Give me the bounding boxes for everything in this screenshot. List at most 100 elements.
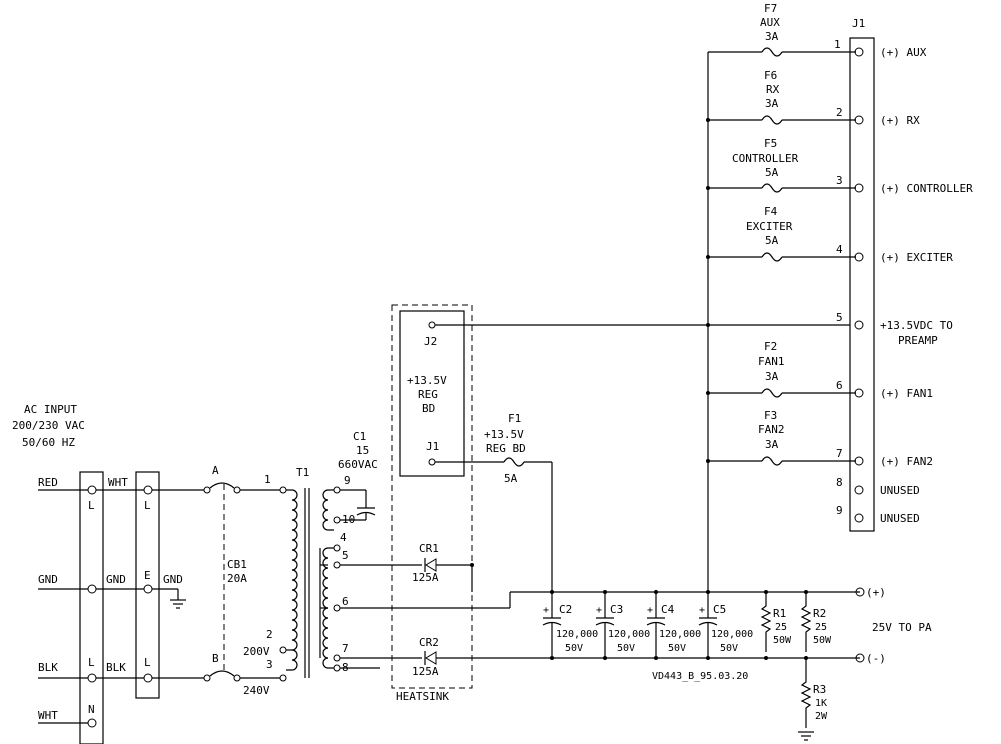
cr1-diode-icon	[425, 558, 437, 572]
ground-label: GND	[163, 573, 183, 586]
f6-rating: 3A	[765, 97, 779, 110]
r1-rating: 50W	[773, 635, 792, 646]
ac-input-title: AC INPUT	[24, 403, 77, 416]
drawing-id: VD443_B_95.03.20	[652, 671, 748, 682]
j1-pin-label-6: (+) FAN1	[880, 387, 933, 400]
resistor-r3	[800, 658, 812, 728]
t1-tap-2: 2	[266, 628, 273, 641]
r1-value: 25	[775, 622, 787, 633]
f1-rating: 5A	[504, 472, 518, 485]
f1-fuse-icon	[503, 457, 525, 467]
t1-tap-6: 6	[342, 595, 349, 608]
tb2-label-blk: BLK	[106, 661, 126, 674]
tb1-terminal-n	[87, 718, 97, 728]
capacitor-c2: +	[542, 592, 562, 658]
c1-name: C1	[353, 430, 366, 443]
j1-pin-num-8: 8	[836, 476, 843, 489]
c3-value: 120,000	[608, 629, 650, 640]
breaker-name: CB1	[227, 558, 247, 571]
cr2-rating: 125A	[412, 665, 439, 678]
tb2-label-e: E	[144, 569, 151, 582]
r3-value: 1K	[815, 698, 827, 709]
c5-name: C5	[713, 603, 726, 616]
reg-j1-label: J1	[426, 440, 439, 453]
capacitor-c5: +	[698, 592, 718, 658]
j1-pin-row-3	[706, 183, 864, 193]
j1-pin-row-6	[706, 388, 864, 398]
f5-rating: 5A	[765, 166, 779, 179]
capacitor-c4: +	[646, 592, 666, 658]
f5-name: F5	[764, 137, 777, 150]
j1-pin-label-5b: PREAMP	[898, 334, 938, 347]
t1-tap-9: 9	[344, 474, 351, 487]
heatsink-label: HEATSINK	[396, 690, 449, 703]
j1-pin-label-2: (+) RX	[880, 114, 920, 127]
cr1-rating: 125A	[412, 571, 439, 584]
cr2-diode-icon	[425, 651, 437, 665]
reg-line-1: +13.5V	[407, 374, 447, 387]
f3-name: F3	[764, 409, 777, 422]
r3-ground-icon	[798, 731, 814, 741]
tb2-label-wht: WHT	[108, 476, 128, 489]
c2-name: C2	[559, 603, 572, 616]
j1-pin-row-7	[706, 456, 864, 466]
reg-line-2: REG	[418, 388, 438, 401]
r1-name: R1	[773, 607, 786, 620]
f6-label: RX	[766, 83, 780, 96]
f6-name: F6	[764, 69, 777, 82]
r3-rating: 2W	[815, 711, 828, 722]
t1-tap-7: 7	[342, 642, 349, 655]
reg-j2-label: J2	[424, 335, 437, 348]
r3-name: R3	[813, 683, 826, 696]
breaker-pole-b	[209, 670, 235, 677]
terminal-block-1	[79, 471, 104, 744]
c3-rating: 50V	[617, 643, 635, 654]
reg-line-3: BD	[422, 402, 435, 415]
j1-connector-name: J1	[852, 17, 865, 30]
t1-label-200v: 200V	[243, 645, 270, 658]
c4-rating: 50V	[668, 643, 686, 654]
j1-pin-num-7: 7	[836, 447, 843, 460]
f3-label: FAN2	[758, 423, 785, 436]
output-minus-terminal	[855, 653, 865, 663]
output-minus-label: (-)	[866, 652, 886, 665]
t1-name: T1	[296, 466, 309, 479]
tb2-label-l: L	[144, 499, 151, 512]
output-plus-terminal	[855, 587, 865, 597]
svg-text:+: +	[647, 605, 653, 616]
j1-pin-num-5: 5	[836, 311, 843, 324]
tb1-label-l2: L	[88, 656, 95, 669]
f2-name: F2	[764, 340, 777, 353]
c3-name: C3	[610, 603, 623, 616]
c5-value: 120,000	[711, 629, 753, 640]
r2-rating: 50W	[813, 635, 832, 646]
output-plus-label: (+)	[866, 586, 886, 599]
r2-name: R2	[813, 607, 826, 620]
f5-label: CONTROLLER	[732, 152, 799, 165]
tb2-label-l2: L	[144, 656, 151, 669]
j1-pin-num-9: 9	[836, 504, 843, 517]
tb1-label-l: L	[88, 499, 95, 512]
j1-pin-num-1: 1	[834, 38, 841, 51]
j1-pin-label-1: (+) AUX	[880, 46, 927, 59]
t1-secondary-winding-1	[322, 489, 334, 531]
j1-pin-row-8	[854, 485, 864, 495]
j1-pin-num-3: 3	[836, 174, 843, 187]
breaker-pole-a-label: A	[212, 464, 219, 477]
t1-tap-3: 3	[266, 658, 273, 671]
c4-name: C4	[661, 603, 675, 616]
j1-pin-label-5: +13.5VDC TO	[880, 319, 953, 332]
j1-pin-num-6: 6	[836, 379, 843, 392]
j1-pin-label-3: (+) CONTROLLER	[880, 182, 973, 195]
svg-text:+: +	[596, 605, 602, 616]
c1-rating: 660VAC	[338, 458, 378, 471]
svg-text:+: +	[543, 605, 549, 616]
chassis-ground-icon	[170, 599, 186, 609]
ac-input-voltage: 200/230 VAC	[12, 419, 85, 432]
j1-pin-num-4: 4	[836, 243, 843, 256]
cr2-name: CR2	[419, 636, 439, 649]
f2-rating: 3A	[765, 370, 779, 383]
t1-tap-1: 1	[264, 473, 271, 486]
j1-pin-row-5	[706, 320, 864, 330]
t1-tap-5: 5	[342, 549, 349, 562]
